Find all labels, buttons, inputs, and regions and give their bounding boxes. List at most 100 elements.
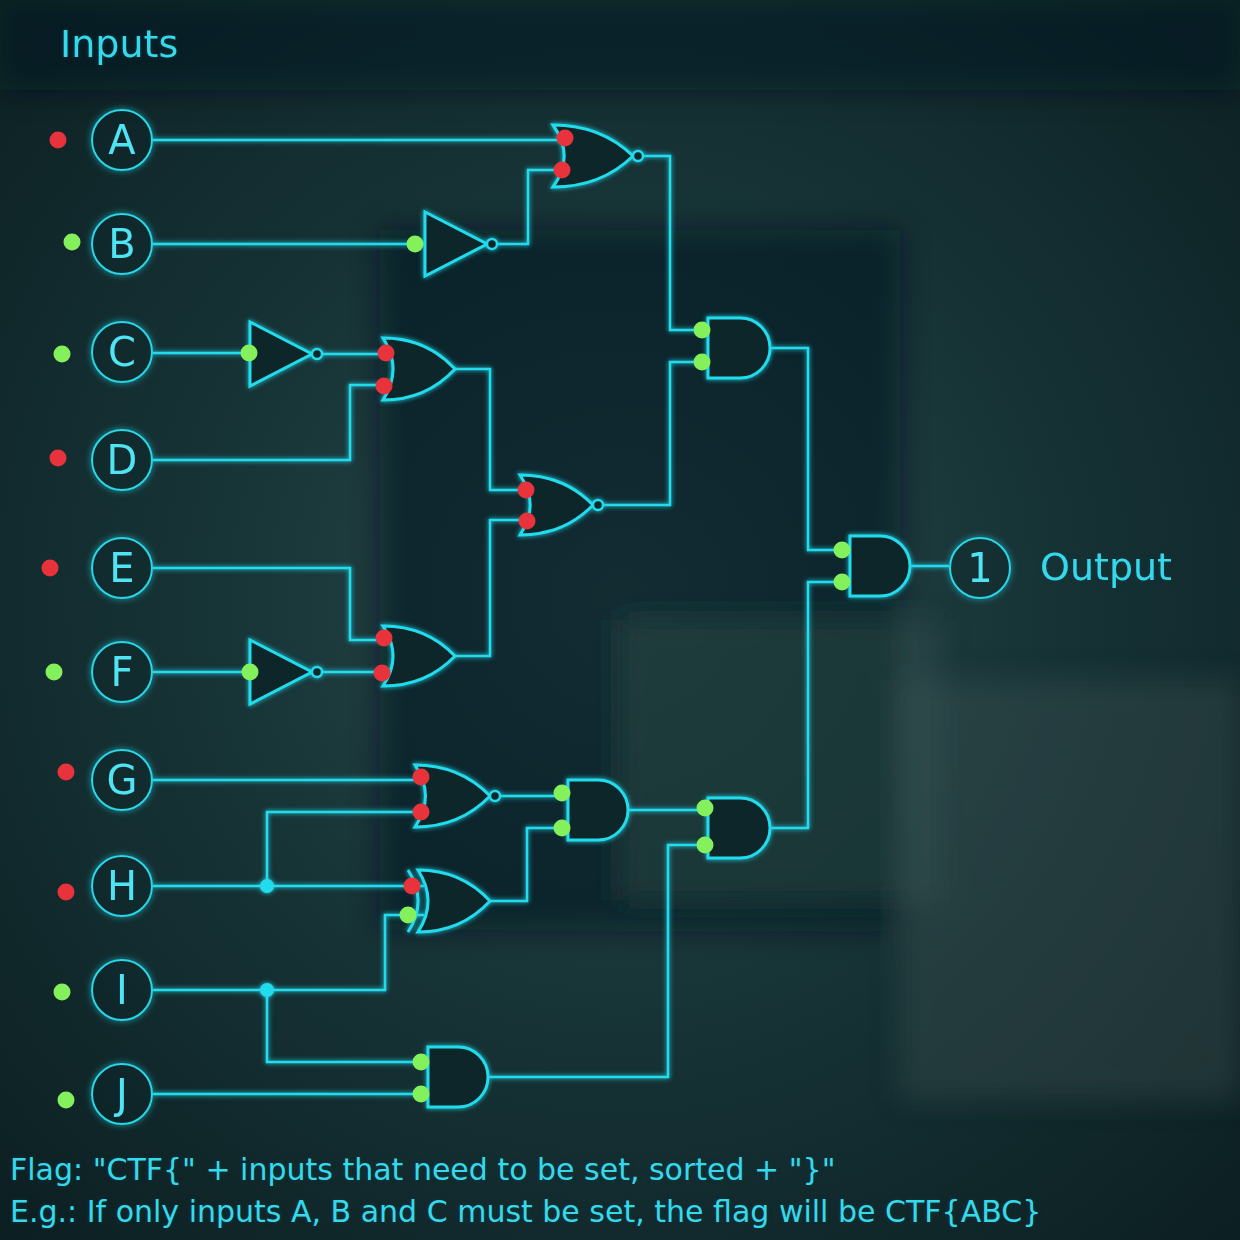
xor-gate [418,870,490,932]
wire [770,348,854,550]
state-dot [697,800,714,817]
wire [770,582,854,828]
or-gate [383,338,455,400]
wire [267,812,424,886]
wire [910,565,949,568]
wire [455,369,528,490]
terminal-name: A [108,120,135,160]
state-dot [404,878,421,895]
state-dot [58,764,75,781]
state-dot [400,907,417,924]
wire [603,362,712,505]
input-terminal: G [91,749,153,811]
wire [643,156,712,330]
wire [153,779,424,782]
and-gate [568,780,628,840]
and-gate [708,318,770,378]
inverter-bubble [593,500,603,510]
wire [153,915,424,990]
state-dot [697,837,714,854]
input-terminal: B [91,213,153,275]
inverter-bubble [312,667,322,677]
not-gate [425,212,487,276]
state-dot [58,884,75,901]
wire [153,1093,432,1096]
state-dot [413,1086,430,1103]
state-dot [554,820,571,837]
wire [488,845,712,1077]
wire [153,352,253,355]
terminal-name: G [107,760,138,800]
state-dot [50,450,67,467]
state-dot [378,345,395,362]
board-shade [900,680,1240,1100]
wire [153,885,424,888]
state-dot [242,664,259,681]
inverter-bubble [312,349,322,359]
or-gate [383,626,455,686]
inverter-bubble [490,791,500,801]
state-dot [554,785,571,802]
output-terminal: 1 [949,537,1011,599]
wire [455,520,528,656]
inverter-bubble [633,151,643,161]
board-background [0,0,1240,1100]
wire [153,385,392,460]
state-dot [413,769,430,786]
and-gate [708,798,770,858]
state-dot [407,236,424,253]
state-dot [241,345,258,362]
section-title: Inputs [60,23,178,67]
instruction-note: Flag: "CTF{" + inputs that need to be se… [10,1153,835,1188]
and-gate [428,1047,488,1107]
state-dot [834,574,851,591]
state-dot [54,984,71,1001]
state-dot [413,1054,430,1071]
input-terminal: F [91,641,153,703]
input-terminal: D [91,429,153,491]
state-dot [694,354,711,371]
terminal-name: I [116,970,128,1010]
state-dot [64,234,81,251]
not-gate [250,640,312,704]
state-dot [376,378,393,395]
terminal-name: D [107,440,138,480]
wire [267,990,432,1062]
input-terminal: H [91,855,153,917]
wire [153,671,253,674]
state-dot [518,482,535,499]
input-terminal: J [91,1063,153,1125]
state-dot [54,346,71,363]
wire [153,139,562,142]
terminal-name: J [116,1074,128,1114]
wire-junction [260,983,274,997]
wire [497,170,562,244]
state-dot [46,664,63,681]
state-dot [519,513,536,530]
state-dot [376,630,393,647]
wire-junction [260,879,274,893]
not-gate [250,322,312,386]
output-label: Output [1040,546,1172,590]
wire [153,568,392,640]
state-dot-group [42,130,851,1109]
terminal-name: F [110,652,133,692]
state-dot [58,1092,75,1109]
nor-gate [553,125,633,187]
instruction-note: E.g.: If only inputs A, B and C must be … [10,1195,1041,1230]
board-shade [0,0,1240,90]
input-terminal: C [91,321,153,383]
inverter-bubble [487,239,497,249]
state-dot [694,322,711,339]
state-dot [554,162,571,179]
input-terminal: A [91,109,153,171]
terminal-name: B [108,224,135,264]
terminal-name: E [109,548,134,588]
input-terminal: E [91,537,153,599]
state-dot [42,560,59,577]
and-gate [850,536,910,596]
state-dot [557,130,574,147]
input-terminal: I [91,959,153,1021]
